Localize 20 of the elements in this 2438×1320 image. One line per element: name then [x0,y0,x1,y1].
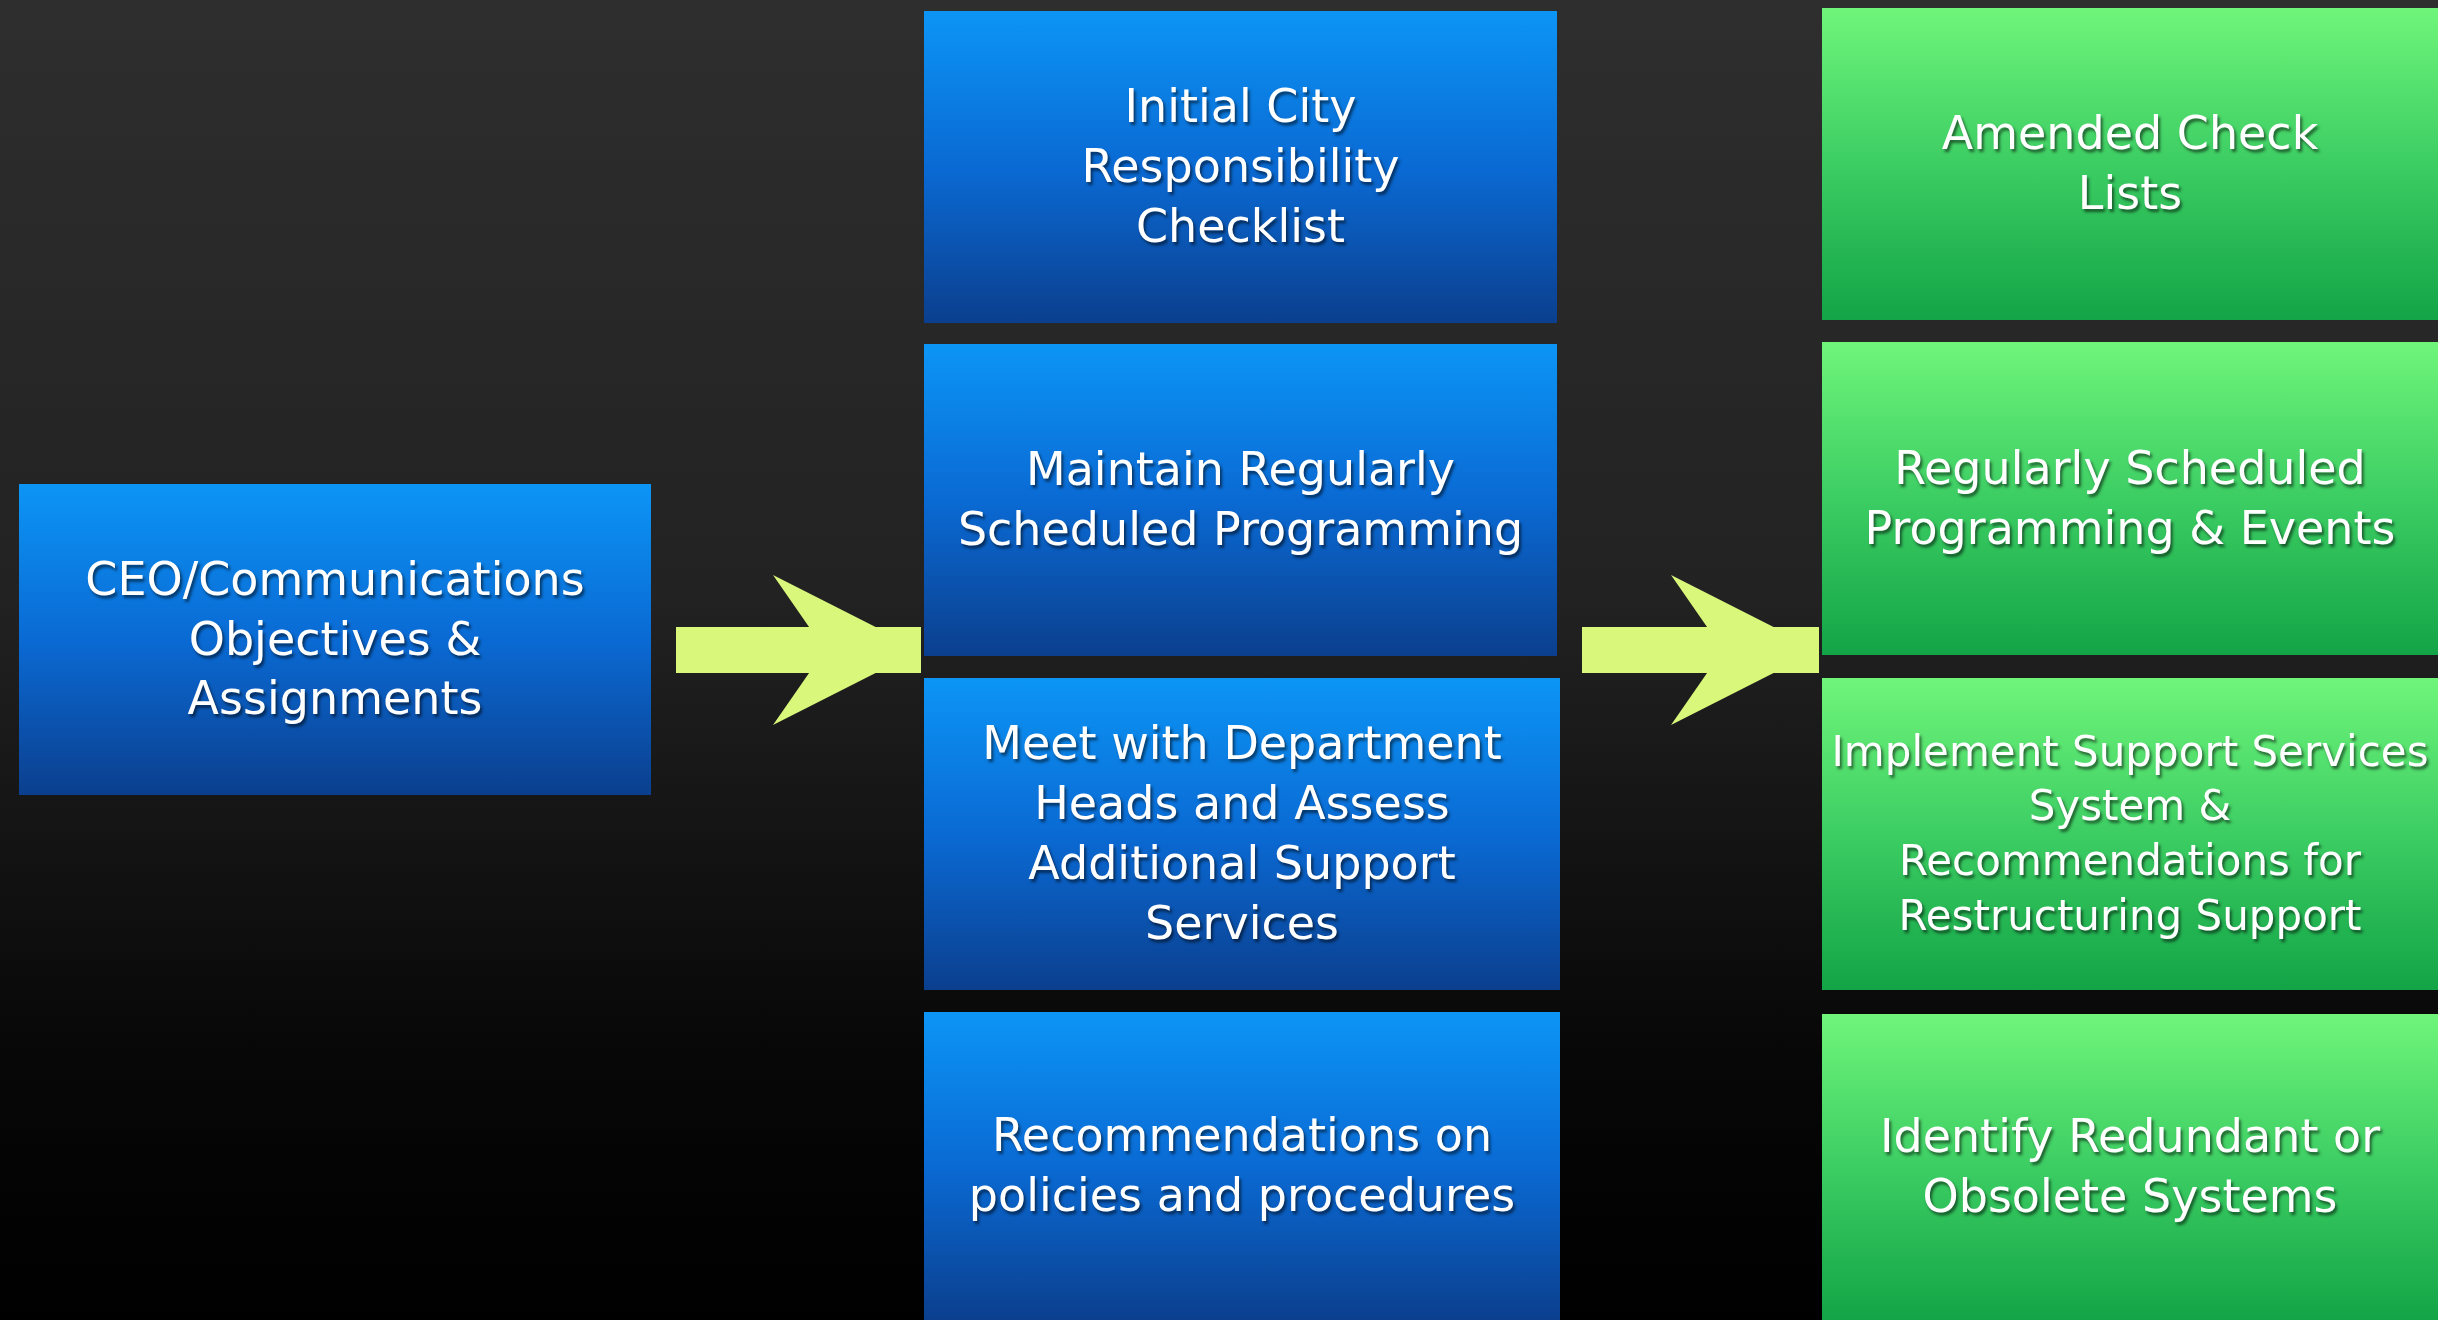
process-box [1822,8,2438,320]
box-text: Identify Redundant or Obsolete Systems [1878,1108,2382,1225]
process-box [19,484,651,795]
process-box [1822,1014,2438,1320]
process-box [924,678,1560,990]
box-text: Regularly Scheduled Programming & Events [1863,439,2397,557]
box-text: Maintain Regularly Scheduled Programming [956,441,1525,558]
process-box [924,1012,1560,1320]
box-text: Recommendations on policies and procedures [967,1107,1517,1224]
process-box [924,11,1557,323]
process-box [1822,342,2438,655]
box-text: Implement Support Services System & Recommendations for Restructuring Support [1830,725,2430,942]
box-text: Amended Check Lists [1940,105,2320,222]
chevron-arrow [1582,575,1819,725]
process-box [1822,678,2438,990]
box-text: Initial City Responsibility Checklist [1080,78,1401,255]
chevron-arrow [676,575,921,725]
box-text: Meet with Department Heads and Assess Additional Support Services [981,715,1503,952]
box-text: CEO/Communications Objectives & Assignments [84,550,586,728]
process-box [924,344,1557,656]
